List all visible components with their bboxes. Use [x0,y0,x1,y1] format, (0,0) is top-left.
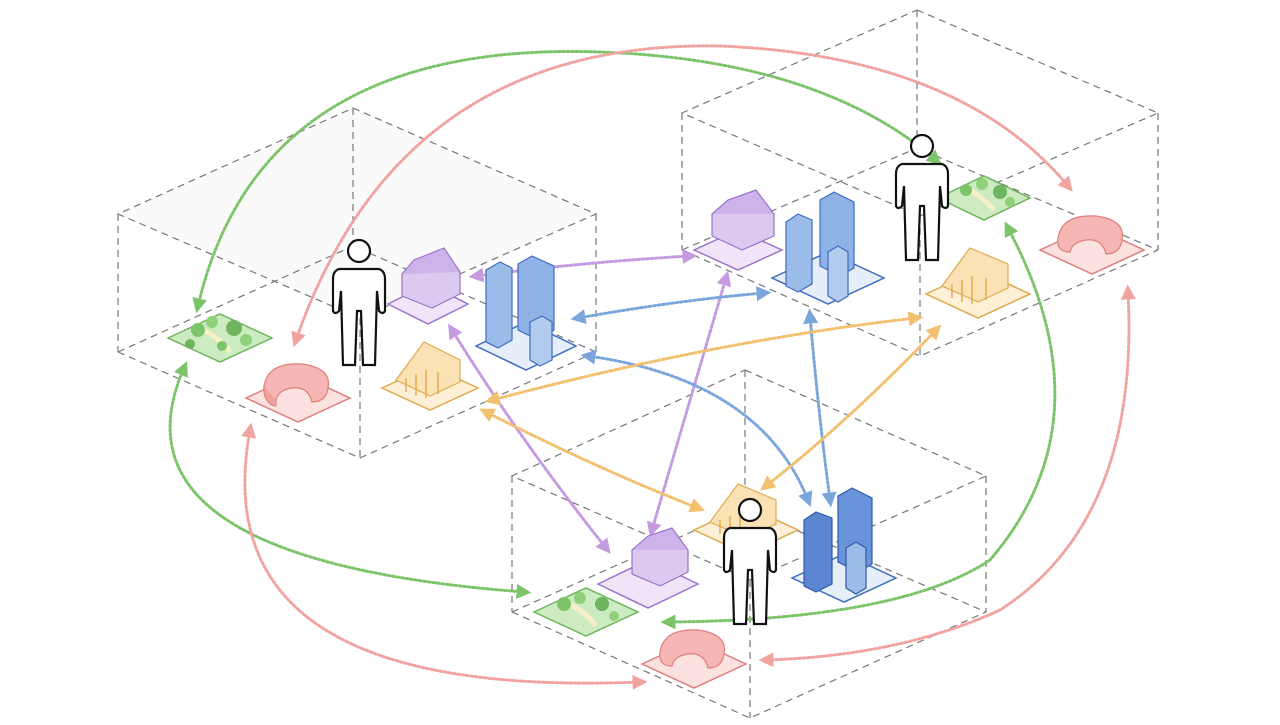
cultural-link-left-bottom [479,408,705,513]
cultural-link-right-bottom [760,324,942,491]
person-icon [722,497,778,626]
mall-icon [640,629,748,689]
residential-house-icon [596,527,700,609]
cultural-link-left-right [484,311,924,406]
residential-house-icon [692,189,784,271]
residential-link-right-bottom [646,270,732,538]
park-link-left-bottom [168,361,532,599]
office-link-left-right [570,286,772,325]
park-link-left-right [192,49,942,314]
office-towers-icon [474,255,578,371]
mall-link-right-bottom [758,284,1136,668]
office-towers-icon [790,487,898,603]
park-icon [936,175,1032,221]
residential-house-icon [386,247,470,325]
mall-link-left-bottom [241,422,648,690]
cultural-building-icon [380,341,480,411]
office-towers-icon [770,191,886,305]
mall-icon [1038,215,1146,275]
zone-right-amenities [692,133,1146,319]
mall-link-left-right [291,44,1073,348]
cultural-building-icon [924,247,1032,319]
person-icon [331,238,387,367]
park-icon [166,313,274,363]
park-icon [532,587,640,637]
connections [168,44,1136,690]
zone-left-amenities [166,238,578,423]
mall-icon [244,363,352,423]
person-icon [894,133,950,262]
office-link-right-bottom [803,308,837,508]
zone-bottom-amenities [532,483,898,689]
